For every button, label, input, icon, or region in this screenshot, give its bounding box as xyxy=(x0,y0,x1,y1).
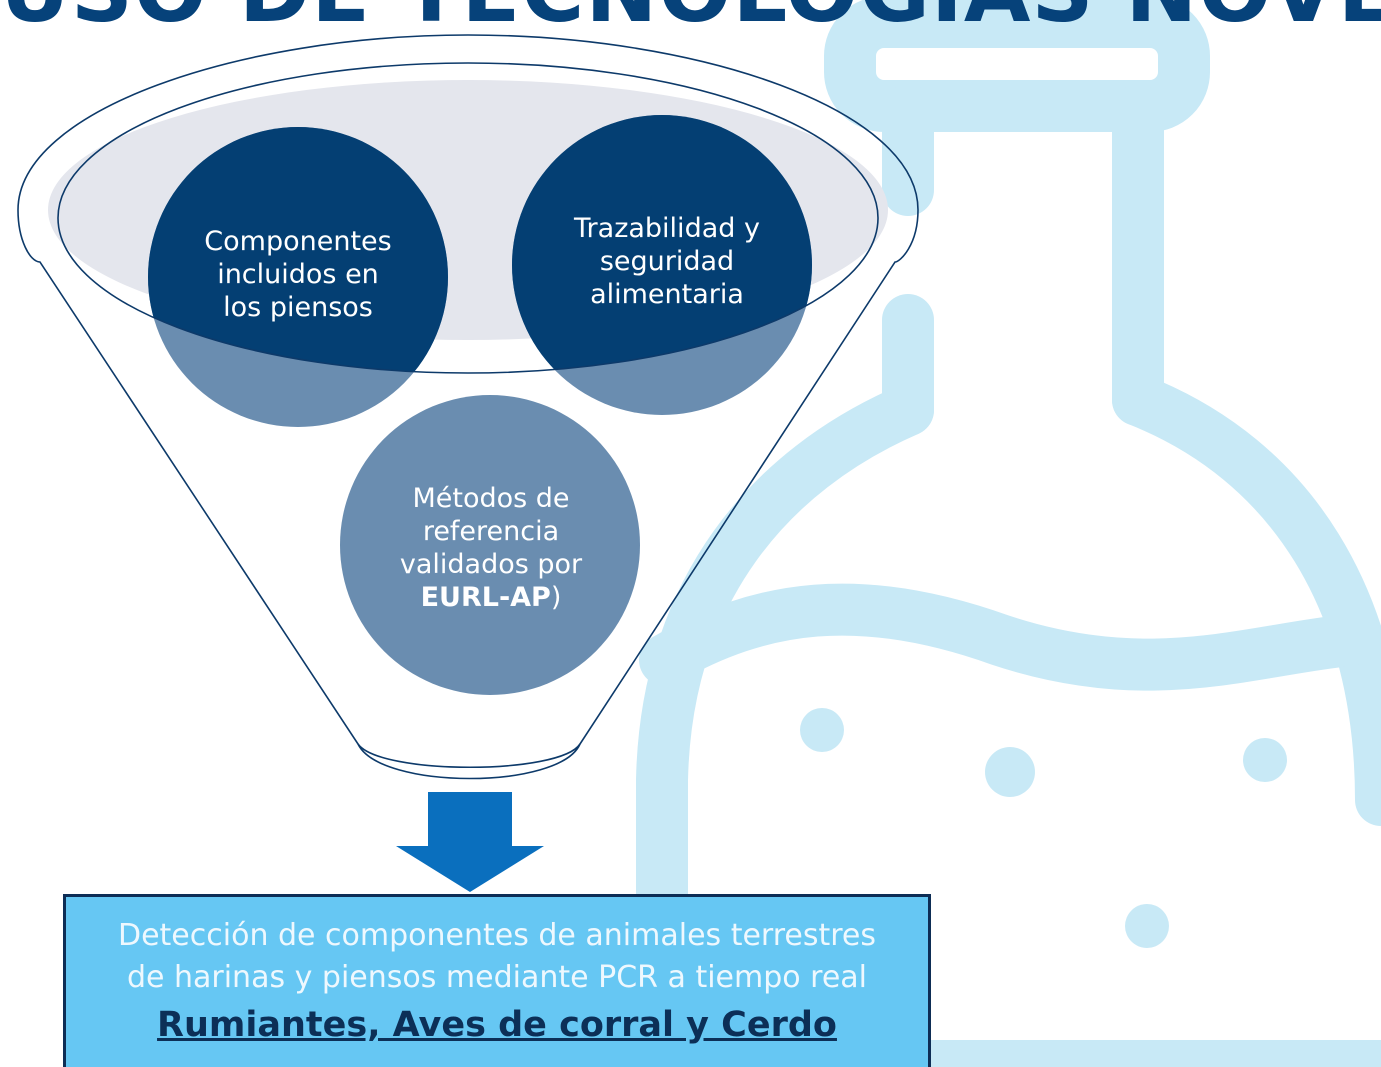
result-line-2: de harinas y piensos mediante PCR a tiem… xyxy=(126,960,868,995)
arrow-down-icon xyxy=(396,792,544,892)
circle-traceability-label: Trazabilidad y seguridad alimentaria xyxy=(574,213,760,310)
eurl-ap-label: EURL-AP xyxy=(420,582,551,613)
page-title: USO DE TECNOLOGÍAS NOVEDOSAS xyxy=(0,0,1381,42)
circle-components-label: Componentes incluidos en los piensos xyxy=(204,226,392,323)
funnel-inner-ellipse xyxy=(57,62,879,374)
funnel-outline xyxy=(17,34,919,769)
result-line-1: Detección de componentes de animales ter… xyxy=(117,918,877,953)
circle-methods-label: Métodos de referencia validados por EURL… xyxy=(399,483,583,613)
circle-methods xyxy=(340,395,640,695)
result-box: Detección de componentes de animales ter… xyxy=(63,894,931,1067)
result-emphasis: Rumiantes, Aves de corral y Cerdo xyxy=(157,1005,837,1045)
